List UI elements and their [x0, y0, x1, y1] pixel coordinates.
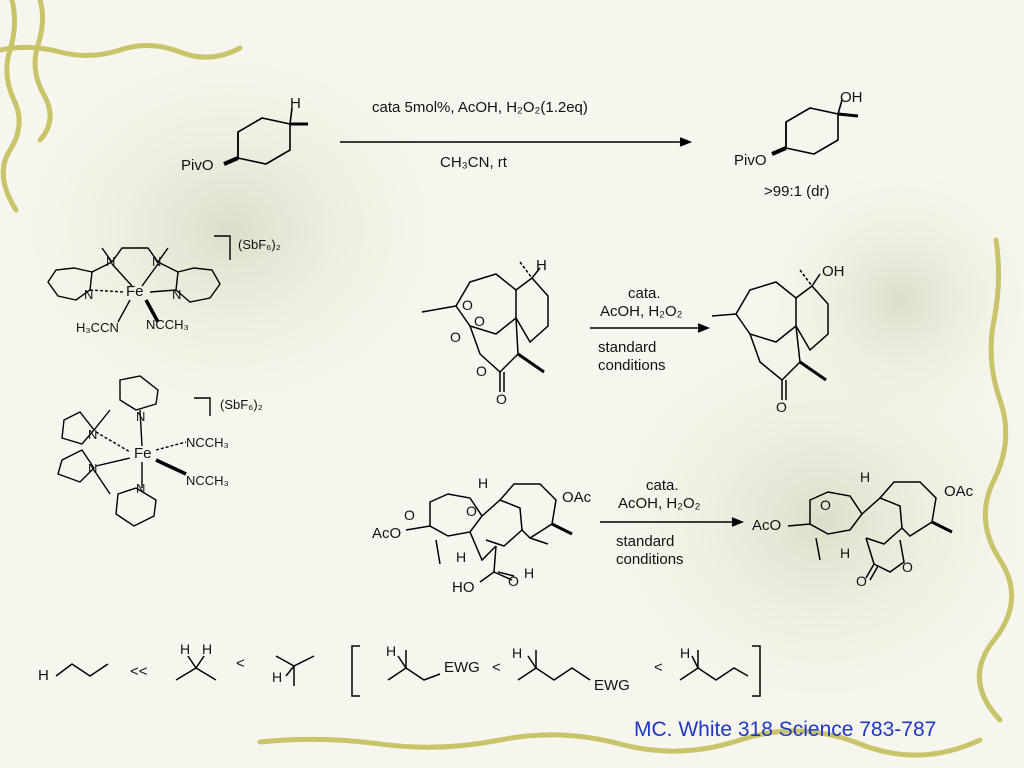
selectivity-less-3: < — [654, 659, 663, 676]
reactant3-oac-label: OAc — [562, 489, 592, 506]
catalyst2-nitrile-top: NCCH₃ — [186, 435, 229, 450]
catalyst2-fe-label: Fe — [134, 445, 152, 462]
selectivity-h-ewg-1: H — [386, 643, 397, 659]
catalyst2-n-label-2: N — [88, 427, 98, 442]
selectivity-much-less: << — [130, 663, 148, 680]
product3-h-2: H — [840, 545, 851, 561]
catalyst1-fe-label: Fe — [126, 283, 144, 300]
selectivity-h-ethane-1: H — [180, 641, 191, 657]
reactant2-ring-o-2: O — [474, 313, 485, 329]
selectivity-ewg-2: EWG — [594, 677, 630, 694]
reactant3-h-1: H — [478, 475, 489, 491]
catalyst1-n-label-4: N — [172, 287, 182, 302]
reactant1-piv-label: PivO — [181, 157, 214, 174]
reaction1-conditions-top: cata 5mol%, AcOH, H₂O₂(1.2eq) — [372, 99, 588, 116]
selectivity-ewg-1: EWG — [444, 659, 480, 676]
selectivity-h-ewg-2: H — [512, 645, 523, 661]
reaction2-cond-2: AcOH, H₂O₂ — [600, 303, 683, 320]
reactant3-o-2: O — [404, 507, 415, 523]
reactant2-ring-o-1: O — [462, 297, 473, 313]
reactant1-h-label: H — [290, 95, 301, 112]
selectivity-h-isobutane: H — [272, 669, 283, 685]
reactant3-h-2: H — [456, 549, 467, 565]
reaction2-cond-1: cata. — [628, 285, 661, 302]
right-bracket — [752, 645, 761, 697]
product1-dr-label: >99:1 (dr) — [764, 183, 830, 200]
propane-skeleton — [55, 663, 109, 677]
reaction3-cond-4: conditions — [616, 551, 684, 568]
selectivity-h-pentane: H — [680, 645, 691, 661]
reactant2-ring-o-3: O — [450, 329, 461, 345]
reactant3-ho-label: HO — [452, 579, 475, 596]
reactant3-o-3: O — [508, 573, 519, 589]
reaction3-cond-1: cata. — [646, 477, 679, 494]
catalyst2-n-label-3: N — [88, 461, 98, 476]
catalyst1-n-label-2: N — [152, 254, 162, 269]
selectivity-less-1: < — [236, 655, 245, 672]
selectivity-h-propane: H — [38, 667, 49, 684]
catalyst2-nitrile-bottom: NCCH₃ — [186, 473, 229, 488]
product3-o-1: O — [820, 497, 831, 513]
reaction2-cond-4: conditions — [598, 357, 666, 374]
catalyst1-n-label-1: N — [106, 254, 116, 269]
reactant3-aco-label: AcO — [372, 525, 402, 542]
product2-carbonyl-o: O — [776, 399, 787, 415]
product3-h-1: H — [860, 469, 871, 485]
reactant2-carbonyl-o: O — [496, 391, 507, 407]
catalyst1-left-nitrile: H₃CCN — [76, 320, 119, 335]
product1-oh-label: OH — [840, 89, 863, 106]
ethane-skeleton — [175, 667, 217, 681]
product3-oac-label: OAc — [944, 483, 974, 500]
selectivity-h-ethane-2: H — [202, 641, 213, 657]
reactant3-h-3: H — [524, 565, 535, 581]
reaction1-conditions-bottom: CH₃CN, rt — [440, 154, 507, 171]
reaction3-cond-2: AcOH, H₂O₂ — [618, 495, 701, 512]
catalyst1-right-nitrile: NCCH₃ — [146, 317, 189, 332]
selectivity-less-2: < — [492, 659, 501, 676]
reaction3-cond-3: standard — [616, 533, 675, 550]
product3-o-2: O — [902, 559, 913, 575]
catalyst1-counterion: (SbF₆)₂ — [238, 237, 281, 252]
reactant2-ring-o-4: O — [476, 363, 487, 379]
catalyst2-counterion: (SbF₆)₂ — [220, 397, 263, 412]
left-bracket — [351, 645, 360, 697]
catalyst2-n-label-1: N — [136, 409, 146, 424]
product3-aco-label: AcO — [752, 517, 782, 534]
isobutane-skeleton — [275, 655, 315, 667]
citation: MC. White 318 Science 783-787 — [634, 718, 937, 741]
reactant2-h-label: H — [536, 257, 547, 274]
catalyst2-n-label-4: N — [136, 481, 146, 496]
reaction2-cond-3: standard — [598, 339, 657, 356]
product1-piv-label: PivO — [734, 152, 767, 169]
catalyst1-n-label-3: N — [84, 287, 94, 302]
product3-o-3: O — [856, 573, 867, 589]
product2-oh-label: OH — [822, 263, 845, 280]
reactant3-o-1: O — [466, 503, 477, 519]
